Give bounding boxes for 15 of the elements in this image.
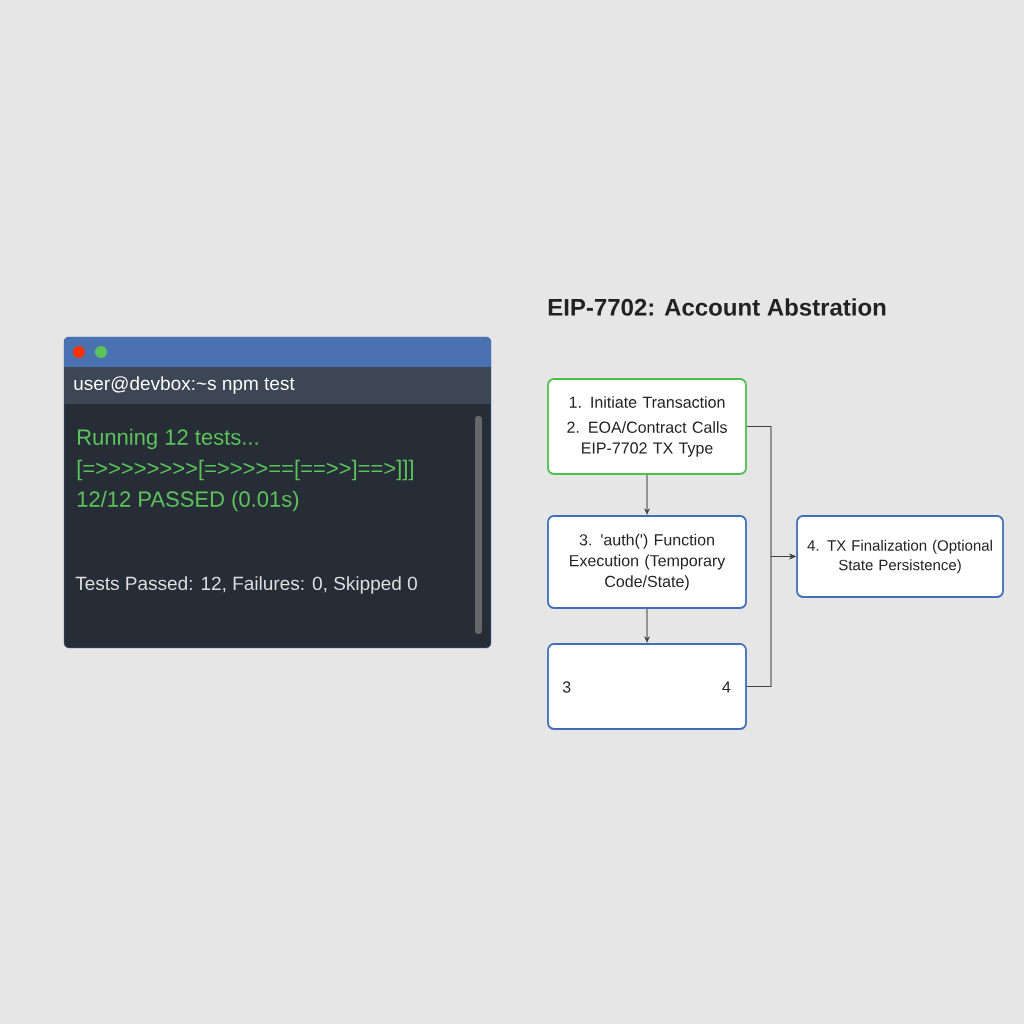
step-number: 4 bbox=[722, 681, 731, 693]
summary-line: Tests Passed: 12, Failures: 0, Skipped 0 bbox=[75, 576, 417, 594]
progress-bar-text: [=>>>>>>>>[=>>>>==[==>>]==>]]] bbox=[77, 459, 413, 481]
command-line: user@devbox:~s npm test bbox=[74, 376, 295, 394]
step-text: 4. TX Finalization (Optional State Persistence) bbox=[807, 539, 992, 574]
step-number: 3 bbox=[562, 681, 571, 693]
output-line: Running 12 tests... bbox=[78, 428, 258, 450]
output-line: 12/12 PASSED (0.01s) bbox=[77, 490, 299, 512]
step-text: 3. 'auth(') Function Execution (Temporary Code/State) bbox=[570, 533, 726, 591]
arrow bbox=[746, 554, 796, 687]
step-text: 1. Initiate Transaction bbox=[569, 396, 725, 408]
arrow bbox=[644, 474, 650, 515]
title: EIP-7702: Account Abstration bbox=[548, 298, 886, 316]
step-text: 2. EOA/Contract Calls EIP-7702 TX Type bbox=[567, 421, 727, 457]
arrow bbox=[644, 608, 650, 643]
